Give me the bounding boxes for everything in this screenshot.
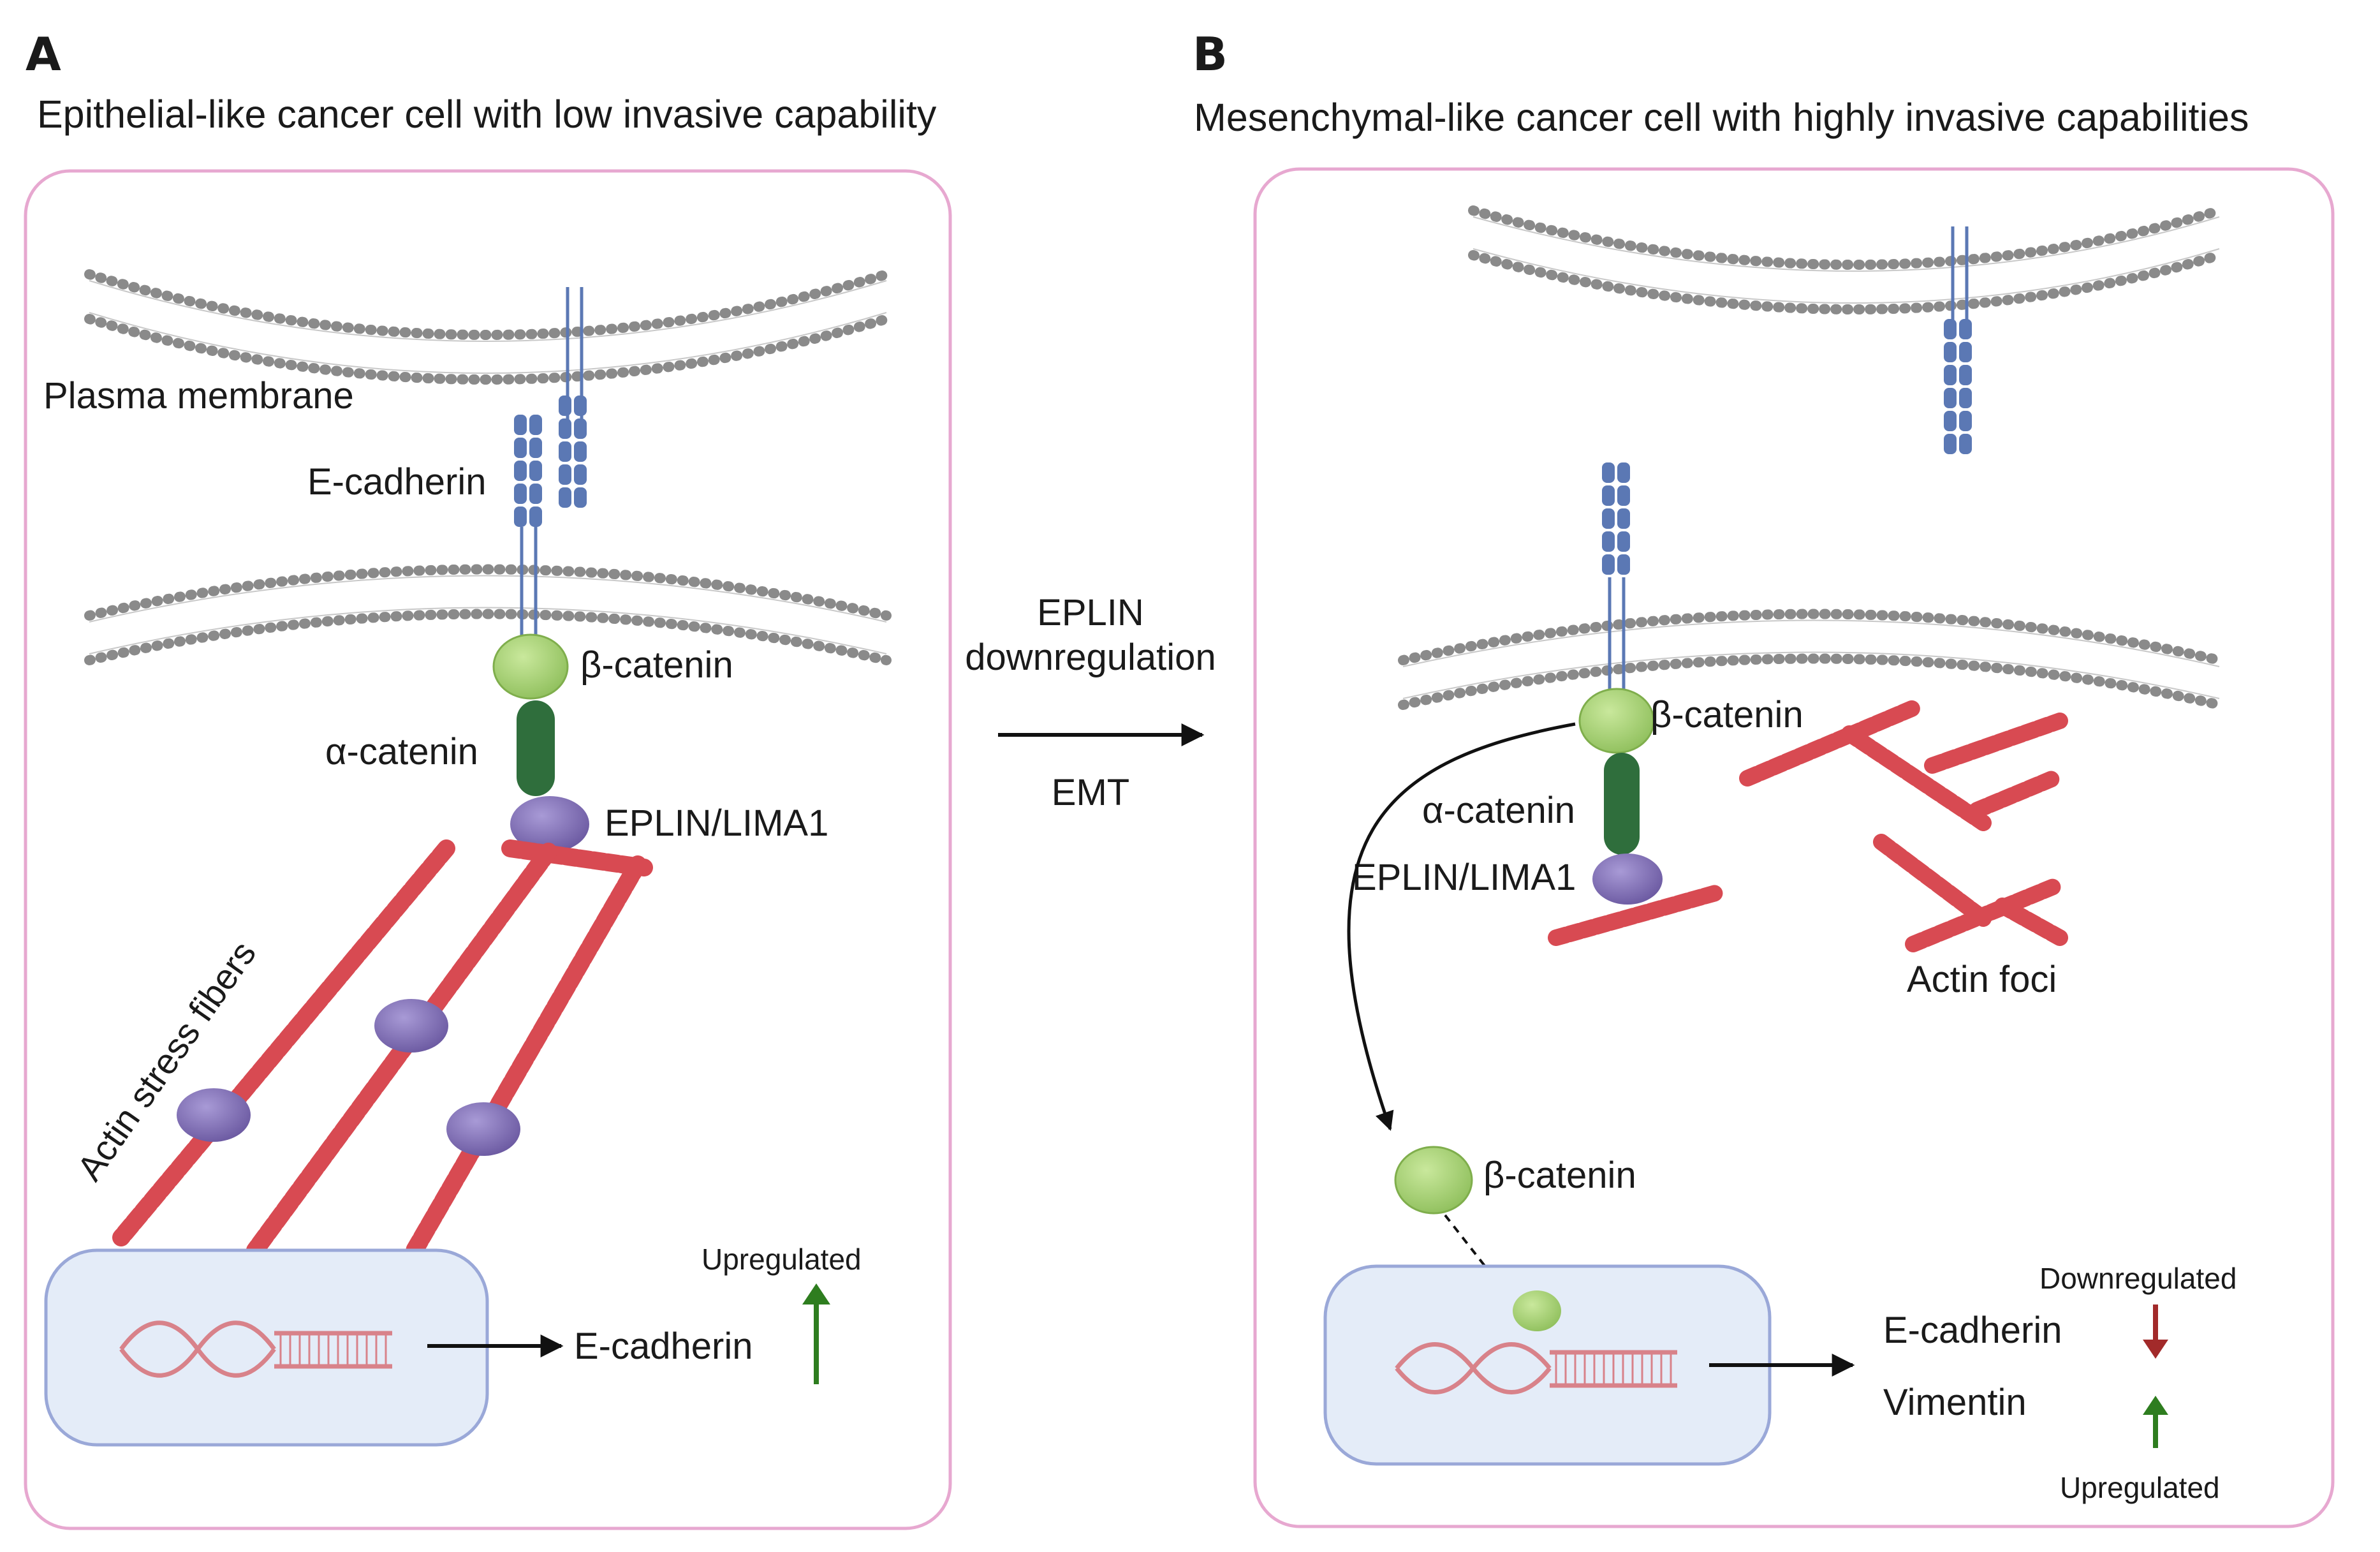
actin-stress-fibers <box>112 839 653 1259</box>
eplin-b-shape <box>1592 854 1663 905</box>
dna-a <box>119 1320 392 1378</box>
up-arrow-a-head <box>802 1283 830 1304</box>
beta-catenin-label-b: β-catenin <box>1650 694 1803 735</box>
e-cadherin-b-upper <box>1944 226 1972 454</box>
transition: EPLIN downregulation EMT <box>965 592 1216 813</box>
plasma-membrane-label: Plasma membrane <box>43 375 354 417</box>
down-arrow-b-head <box>2143 1340 2168 1359</box>
e-cadherin-a <box>514 287 587 644</box>
upregulated-label-a: Upregulated <box>702 1243 862 1276</box>
membrane-b-upper <box>1468 205 2224 314</box>
nuclear-entry-arrow <box>1444 1214 1506 1293</box>
beta-catenin-free-label: β-catenin <box>1483 1155 1636 1196</box>
alpha-catenin-label-a: α-catenin <box>325 731 478 772</box>
actin-stress-fibers-label: Actin stress fibers <box>69 934 263 1188</box>
actin-short-b <box>1548 885 1724 946</box>
membrane-b-lower <box>1398 609 2224 710</box>
panel-a-letter: A <box>26 27 61 81</box>
beta-catenin-label-a: β-catenin <box>580 644 733 686</box>
panel-b-title: Mesenchymal-like cancer cell with highly… <box>1194 96 2249 139</box>
e-cadherin-label-b: E-cadherin <box>1883 1310 2062 1351</box>
translocation-arrow <box>1347 722 1576 1131</box>
eplin-label-a: EPLIN/LIMA1 <box>605 802 828 844</box>
beta-catenin-free-shape <box>1394 1146 1473 1215</box>
alpha-catenin-label-b: α-catenin <box>1422 790 1575 831</box>
beta-catenin-a-shape <box>492 633 569 700</box>
beta-catenin-b-shape <box>1578 688 1655 754</box>
e-cadherin-label-a: E-cadherin <box>307 461 486 503</box>
eplin-crosslinkers-a <box>177 999 520 1156</box>
membrane-a-lower <box>84 564 892 665</box>
panel-b-letter: B <box>1193 27 1228 81</box>
nucleus-a <box>44 1248 489 1447</box>
upregulated-label-b: Upregulated <box>2060 1471 2220 1504</box>
transition-line1: EPLIN <box>1037 592 1144 633</box>
cell-b-outline <box>1253 167 2335 1528</box>
cell-a-outline <box>24 169 952 1530</box>
panel-a: A Epithelial-like cancer cell with low i… <box>24 27 952 1530</box>
beta-catenin-nuclear-shape <box>1513 1290 1561 1331</box>
output-gene-label-a: E-cadherin <box>574 1326 753 1367</box>
transition-below: EMT <box>1052 772 1129 813</box>
eplin-label-b: EPLIN/LIMA1 <box>1352 857 1576 898</box>
panel-b: B Mesenchymal-like cancer cell with high… <box>1193 27 2335 1528</box>
transition-line2: downregulation <box>965 637 1216 678</box>
alpha-catenin-b-shape <box>1604 753 1640 855</box>
dna-b <box>1395 1342 1677 1394</box>
e-cadherin-b-lower <box>1602 462 1630 689</box>
downregulated-label: Downregulated <box>2039 1262 2237 1295</box>
up-arrow-b-head <box>2143 1396 2168 1415</box>
vimentin-label: Vimentin <box>1883 1382 2027 1423</box>
actin-foci <box>1739 700 2068 952</box>
alpha-catenin-a-shape <box>517 700 555 796</box>
eplin-a-shape <box>510 796 589 852</box>
membrane-a-upper <box>84 269 892 385</box>
panel-a-title: Epithelial-like cancer cell with low inv… <box>37 92 937 136</box>
actin-foci-label: Actin foci <box>1907 959 2057 1000</box>
